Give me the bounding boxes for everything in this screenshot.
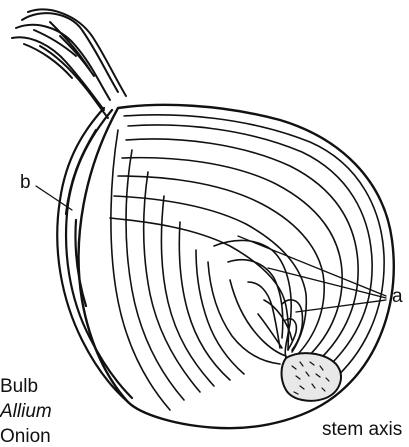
caption-genus: Allium [0, 402, 52, 421]
outer-skin [57, 108, 132, 402]
leader-a-3 [296, 300, 386, 312]
onion-neck [12, 9, 126, 118]
label-b: b [20, 173, 31, 192]
leader-lines [36, 186, 386, 312]
caption-bulb: Bulb [0, 377, 38, 396]
label-a: a [392, 287, 403, 306]
growing-point [282, 300, 303, 350]
basal-stem-plate [282, 353, 341, 401]
scale-layers [110, 115, 384, 410]
caption-common-name: Onion [0, 427, 51, 446]
label-stem-axis: stem axis [322, 420, 402, 439]
bulb-outline [79, 105, 394, 428]
leader-b [36, 186, 72, 210]
